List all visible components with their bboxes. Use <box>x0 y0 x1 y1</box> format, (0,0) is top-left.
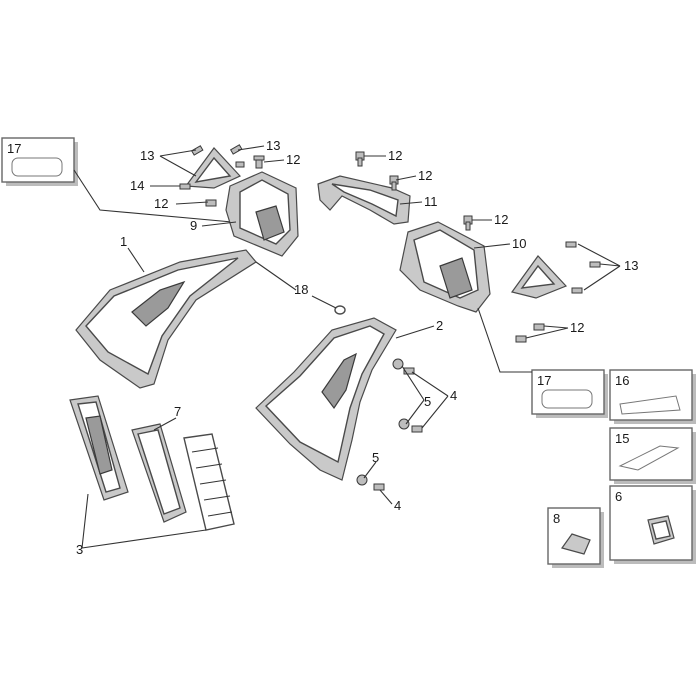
bolt-12-g <box>515 335 527 343</box>
callout-18: 18 <box>294 282 308 297</box>
leader-9 <box>201 221 237 227</box>
bolt-4-a <box>403 367 415 375</box>
leader-5-lower <box>363 461 377 479</box>
box-17-right: 17 <box>531 369 608 418</box>
leader-10 <box>473 243 511 249</box>
box-8: 8 <box>547 507 604 568</box>
leader-2 <box>395 325 435 339</box>
callout-12-b: 12 <box>154 196 168 211</box>
bolt-4-b <box>411 425 423 433</box>
part-10-housing <box>399 221 491 313</box>
part-3-grille-outer <box>69 395 129 501</box>
bolt-13-f <box>571 287 583 294</box>
leader-4-lower <box>379 489 393 505</box>
box-17-top: 17 <box>1 137 78 186</box>
bolt-13-b <box>229 144 243 155</box>
callout-4-upper: 4 <box>450 388 457 403</box>
box-16-label: 16 <box>615 373 629 388</box>
bolt-12-e <box>463 215 473 231</box>
callout-12-d: 12 <box>418 168 432 183</box>
bolt-13-c <box>235 161 245 168</box>
leader-5-upper <box>401 365 425 425</box>
box-15-label: 15 <box>615 431 629 446</box>
decal-strip-15 <box>618 445 680 471</box>
decal-oval-right <box>541 389 593 409</box>
bracket-triangle-left <box>184 147 242 189</box>
leader-3 <box>81 493 207 549</box>
callout-3: 3 <box>76 542 83 557</box>
callout-13-a: 13 <box>140 148 154 163</box>
bolt-14 <box>179 183 191 190</box>
callout-12-c: 12 <box>388 148 402 163</box>
decal-strip-16 <box>619 395 681 415</box>
part-1-side-panel <box>75 249 257 389</box>
leader-1 <box>127 247 145 273</box>
callout-7: 7 <box>174 404 181 419</box>
decal-oval <box>11 157 63 177</box>
bolt-12-a <box>253 155 265 169</box>
callout-12-e: 12 <box>494 212 508 227</box>
part-3-grille-mesh <box>183 433 235 531</box>
bolt-4-c <box>373 483 385 491</box>
box-15: 15 <box>609 427 696 484</box>
leader-13-b <box>237 145 265 151</box>
callout-12-a: 12 <box>286 152 300 167</box>
box-6: 6 <box>609 485 696 564</box>
callout-10: 10 <box>512 236 526 251</box>
box-17-right-label: 17 <box>537 373 551 388</box>
callout-4-lower: 4 <box>394 498 401 513</box>
callout-5-upper: 5 <box>424 394 431 409</box>
callout-11: 11 <box>424 194 438 209</box>
bolt-13-e <box>589 261 601 268</box>
callout-1: 1 <box>120 234 127 249</box>
part-7-grille-cover <box>131 423 187 523</box>
leader-7 <box>153 417 177 431</box>
bolt-12-f <box>533 323 545 331</box>
callout-14: 14 <box>130 178 144 193</box>
bolt-13-d <box>565 241 577 248</box>
callout-5-lower: 5 <box>372 450 379 465</box>
leader-13-c <box>577 243 621 291</box>
bolt-12-b <box>205 199 217 207</box>
bolt-5-a <box>392 358 404 370</box>
part-2-lower-panel <box>255 317 397 481</box>
leader-17-top <box>73 169 233 223</box>
leader-12-d <box>395 175 417 181</box>
bolt-13-a <box>190 145 204 156</box>
callout-13-b: 13 <box>266 138 280 153</box>
box-16: 16 <box>609 369 696 424</box>
leader-17-right <box>477 307 532 373</box>
leader-13-a <box>159 149 197 177</box>
clip-part-8 <box>561 533 591 555</box>
leader-18 <box>255 261 337 309</box>
leader-12-f <box>525 325 569 339</box>
leader-11 <box>399 201 423 205</box>
part-9-housing <box>225 171 299 257</box>
callout-2: 2 <box>436 318 443 333</box>
bolt-5-b <box>398 418 410 430</box>
box-6-label: 6 <box>615 489 622 504</box>
bolt-12-c <box>355 151 365 167</box>
callout-12-f: 12 <box>570 320 584 335</box>
box-17-top-label: 17 <box>7 141 21 156</box>
leader-12-a <box>263 159 285 163</box>
leader-4-upper <box>411 371 449 429</box>
leader-12-b <box>175 201 209 205</box>
part-18-grommet <box>334 305 346 315</box>
box-8-label: 8 <box>553 511 560 526</box>
bracket-triangle-right <box>510 255 568 299</box>
callout-13-c: 13 <box>624 258 638 273</box>
part-11-duct <box>317 175 411 225</box>
callout-9: 9 <box>190 218 197 233</box>
